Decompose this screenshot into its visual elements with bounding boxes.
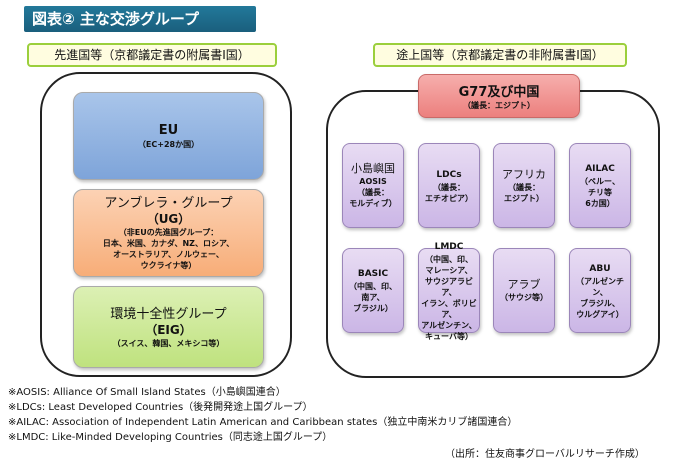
eig-name: 環境十全性グループ bbox=[110, 306, 227, 322]
group-name: アフリカ bbox=[502, 167, 546, 181]
umbrella-detail-line: 日本、米国、カナダ、NZ、ロシア、 bbox=[102, 239, 235, 248]
group-box: LDCs （議長：エチオピア） bbox=[418, 143, 480, 228]
group-name: AILAC bbox=[585, 164, 615, 174]
group-box: ABU （アルゼンチン、ブラジル、ウルグアイ） bbox=[569, 248, 631, 333]
group-detail-line: （議長： bbox=[508, 182, 540, 192]
group-name: 小島嶼国 bbox=[351, 162, 395, 175]
eu-name: EU bbox=[158, 123, 179, 138]
eig-box: 環境十全性グループ （EIG） （スイス、韓国、メキシコ等） bbox=[73, 286, 264, 368]
group-detail-line: イラン、ボリビア、 bbox=[421, 298, 477, 319]
note-ldcs: ※LDCs: Least Developed Countries（後発開発途上国… bbox=[8, 402, 313, 413]
group-detail-line: 南ア、 bbox=[361, 293, 385, 302]
umbrella-detail-line: （非EUの先進国グループ： bbox=[118, 228, 219, 237]
group-detail-line: （サウジ等） bbox=[500, 293, 548, 302]
eig-detail: （スイス、韓国、メキシコ等） bbox=[112, 338, 225, 348]
developing-header: 途上国等（京都議定書の非附属書Ⅰ国） bbox=[373, 43, 627, 67]
group-detail-line: エチオピア） bbox=[425, 193, 473, 203]
group-detail-line: サウジアラビア、 bbox=[425, 276, 473, 297]
group-detail-line: （中国、印、 bbox=[349, 282, 397, 291]
group-box: LMDC （中国、印、マレーシア、サウジアラビア、イラン、ボリビア、アルゼンチン、… bbox=[418, 242, 480, 341]
group-box: AILAC （ペルー、チリ等 6カ国） bbox=[569, 143, 631, 228]
group-name: アラブ bbox=[507, 278, 541, 291]
g77-name: G77及び中国 bbox=[458, 85, 540, 100]
group-detail-line: エジプト） bbox=[504, 193, 544, 203]
group-detail-line: アルゼンチン、 bbox=[421, 320, 477, 330]
developing-panel bbox=[326, 90, 660, 378]
group-detail-line: モルディブ） bbox=[349, 199, 397, 208]
note-aosis: ※AOSIS: Alliance Of Small Island States（… bbox=[8, 387, 286, 398]
eu-detail: （EC+28か国） bbox=[137, 140, 200, 149]
group-name: ABU bbox=[589, 263, 611, 274]
eu-box: EU （EC+28か国） bbox=[73, 92, 264, 180]
group-name: LDCs bbox=[436, 169, 462, 180]
g77-china-box: G77及び中国 （議長：エジプト） bbox=[418, 74, 580, 118]
g77-detail: （議長：エジプト） bbox=[463, 101, 535, 110]
group-detail-line: ブラジル） bbox=[353, 304, 393, 313]
note-ailac: ※AILAC: Association of Independent Latin… bbox=[8, 417, 518, 428]
group-detail-line: （中国、印、 bbox=[425, 254, 473, 264]
umbrella-detail-line: オーストラリア、ノルウェー、 bbox=[113, 250, 224, 259]
umbrella-group-box: アンブレラ・グループ （UG） （非EUの先進国グループ： 日本、米国、カナダ、… bbox=[73, 189, 264, 277]
group-box: BASIC （中国、印、南ア、ブラジル） bbox=[342, 248, 404, 333]
developed-header: 先進国等（京都議定書の附属書Ⅰ国） bbox=[27, 43, 277, 67]
group-name: BASIC bbox=[357, 269, 389, 279]
source-credit: （出所：住友商事グローバルリサーチ作成） bbox=[445, 449, 645, 460]
page-title: 図表② 主な交渉グループ bbox=[24, 6, 256, 32]
group-name: LMDC bbox=[434, 241, 464, 252]
umbrella-detail-line: ウクライナ等） bbox=[140, 261, 197, 270]
group-detail-line: ウルグアイ） bbox=[576, 309, 624, 319]
group-detail-line: （ペルー、 bbox=[580, 177, 620, 186]
group-box: 小島嶼国 AOSIS （議長： モルディブ） bbox=[342, 143, 404, 228]
eig-code: （EIG） bbox=[145, 322, 192, 337]
group-box: アフリカ（議長：エジプト） bbox=[493, 143, 555, 228]
group-box: アラブ （サウジ等） bbox=[493, 248, 555, 333]
note-lmdc: ※LMDC: Like-Minded Developing Countries（… bbox=[8, 432, 333, 443]
group-detail-line: （アルゼンチン、 bbox=[576, 276, 624, 297]
umbrella-code: （UG） bbox=[146, 212, 191, 226]
group-detail-line: （議長： bbox=[357, 188, 389, 197]
umbrella-name: アンブレラ・グループ bbox=[104, 196, 233, 211]
group-detail-line: 6カ国） bbox=[585, 199, 615, 208]
group-detail-line: マレーシア、 bbox=[425, 265, 473, 275]
group-detail-line: ブラジル、 bbox=[580, 298, 620, 308]
group-detail-line: チリ等 bbox=[588, 188, 612, 197]
group-code: AOSIS bbox=[359, 177, 387, 186]
group-detail-line: キューバ等） bbox=[425, 331, 473, 341]
group-detail-line: （議長： bbox=[433, 182, 465, 192]
